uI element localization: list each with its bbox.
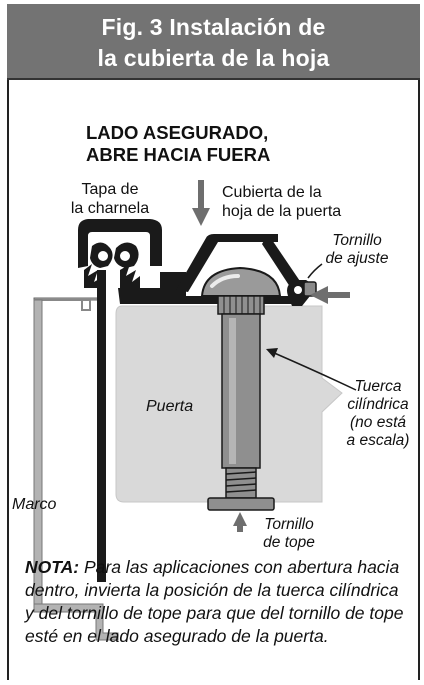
hinge-leaf <box>97 270 106 582</box>
barrel-nut-dome-shine <box>210 274 240 288</box>
hinge-leaf-foot <box>97 575 106 581</box>
side-heading-line-1: LADO ASEGURADO, <box>86 122 269 143</box>
label-leaf-cover: Cubierta de la hoja de la puerta <box>222 183 341 221</box>
adjust-screw-hole <box>294 286 302 294</box>
hinge-cap <box>78 219 162 268</box>
hinge-knuckle-hole-left <box>98 251 108 261</box>
side-heading: LADO ASEGURADO, ABRE HACIA FUERA <box>86 122 271 166</box>
title-line-2: la cubierta de la hoja <box>97 45 330 71</box>
title-bar: Fig. 3 Instalación de la cubierta de la … <box>7 4 420 80</box>
label-leaf-cover-line-1: Cubierta de la <box>222 184 322 201</box>
label-leaf-cover-line-2: hoja de la puerta <box>222 203 342 220</box>
barrel-nut-dome <box>200 266 282 297</box>
frame-bottom <box>33 603 119 641</box>
label-frame: Marco <box>12 496 57 513</box>
label-adjust-screw-line-2: de ajuste <box>325 250 389 267</box>
label-hinge-cap-line-1: Tapa de <box>81 181 139 198</box>
label-stop-screw-line-2: de tope <box>263 534 315 551</box>
note-heading: NOTA: <box>25 557 80 577</box>
label-hinge-cap-line-2: la charnela <box>70 200 150 217</box>
label-barrel-nut-line-1: Tuerca <box>354 378 402 395</box>
arrow-left <box>310 286 350 304</box>
label-adjust-screw: Tornillo de ajuste <box>316 232 398 268</box>
title-line-1: Fig. 3 Instalación de <box>101 14 326 40</box>
label-stop-screw: Tornillo de tope <box>248 516 330 552</box>
barrel-nut-shaft <box>221 313 261 469</box>
leader-barrel-nut-head <box>266 348 278 358</box>
label-barrel-nut-line-3: (no está <box>349 414 406 431</box>
figure-border <box>7 4 420 680</box>
adjust-screw <box>303 281 317 297</box>
arrow-up <box>233 512 247 532</box>
note: NOTA: Para las aplicaciones con abertura… <box>25 556 405 648</box>
label-barrel-nut-line-4: a escala) <box>346 432 410 449</box>
label-adjust-screw-line-1: Tornillo <box>332 232 382 249</box>
stop-screw-thread <box>225 467 257 499</box>
label-barrel-nut-line-2: cilíndrica <box>347 396 409 413</box>
barrel-nut-knurl <box>223 296 261 314</box>
side-heading-line-2: ABRE HACIA FUERA <box>86 144 271 165</box>
barrel-nut-shaft-shine <box>229 318 236 464</box>
frame-edge <box>34 299 91 311</box>
leader-barrel-nut <box>271 351 357 391</box>
stop-screw-head <box>207 497 275 511</box>
note-body: Para las aplicaciones con abertura hacia… <box>25 557 404 646</box>
label-door: Puerta <box>146 398 194 415</box>
leader-adjust-screw <box>307 263 323 279</box>
barrel-nut-head <box>217 295 265 315</box>
hinge-knuckle-hole-right <box>120 251 130 261</box>
hinge-teeth-left <box>84 264 104 288</box>
hinge-teeth-right <box>120 264 140 290</box>
label-hinge-cap: Tapa de la charnela <box>62 180 158 218</box>
label-barrel-nut: Tuerca cilíndrica (no está a escala) <box>340 378 416 450</box>
arrow-down <box>192 180 210 226</box>
label-stop-screw-line-1: Tornillo <box>264 516 314 533</box>
leaf-cover <box>176 234 278 292</box>
